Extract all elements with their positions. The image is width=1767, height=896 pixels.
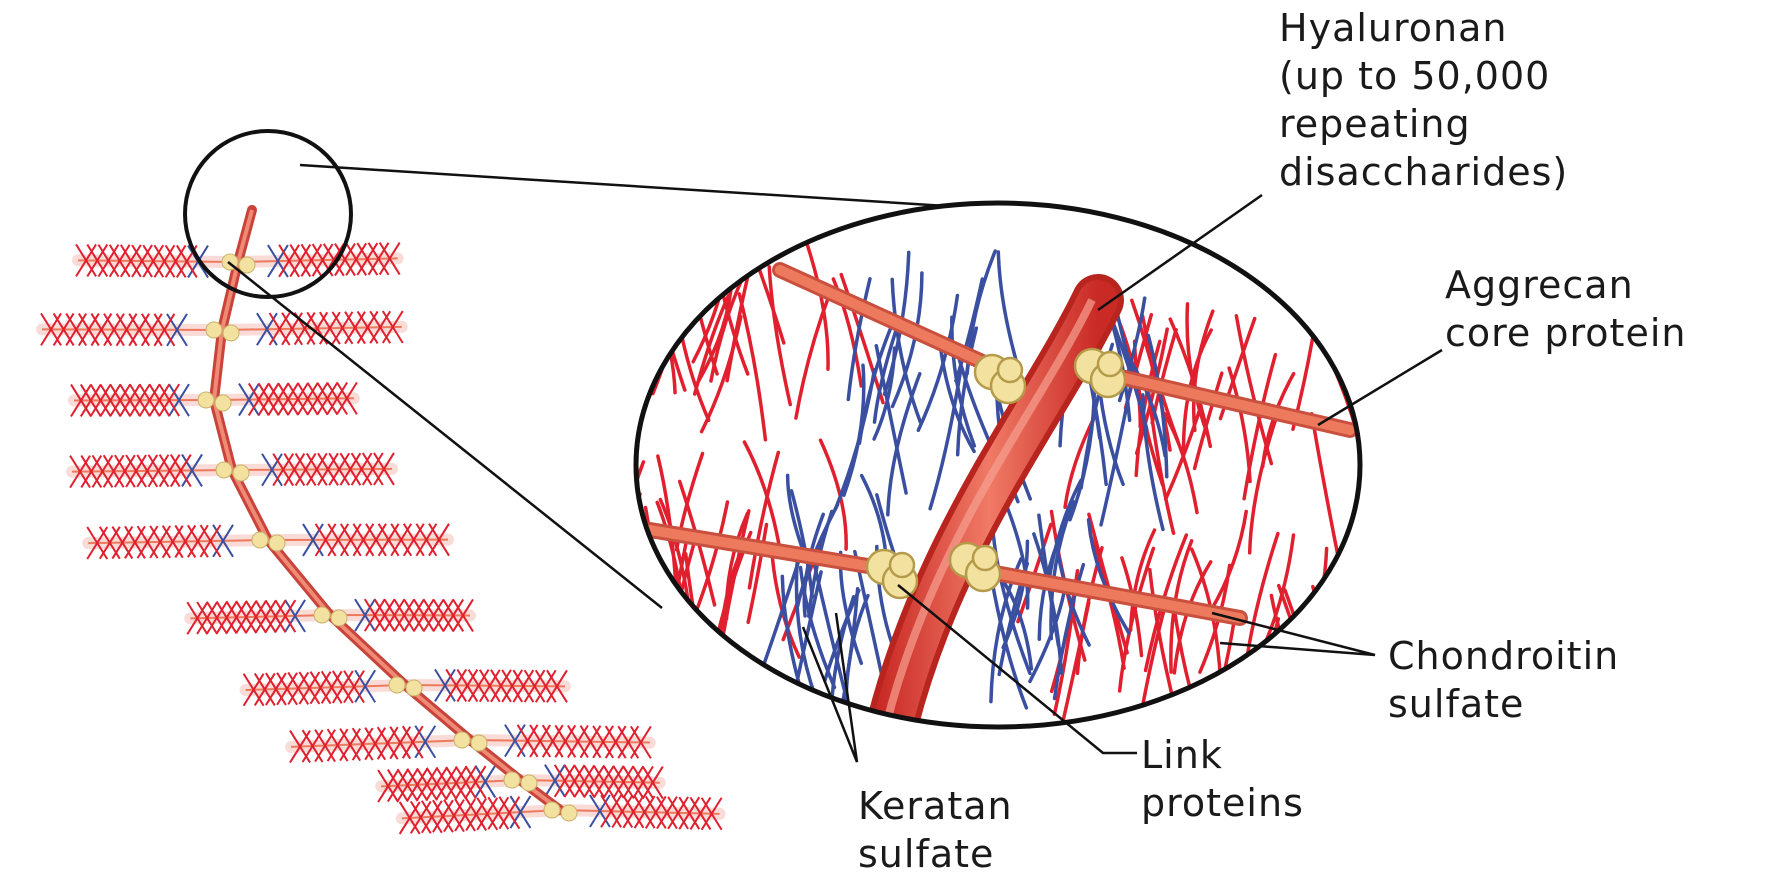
aggrecan-branch xyxy=(244,670,405,706)
keratan-label-line-2: sulfate xyxy=(858,830,1013,878)
link-protein xyxy=(521,775,537,791)
link-protein xyxy=(239,257,255,273)
chondroitin-label-line-2: sulfate xyxy=(1388,680,1619,728)
chondroitin-sulfate-chain xyxy=(638,260,659,379)
zoom-line-top xyxy=(300,165,978,208)
link-protein xyxy=(198,392,214,408)
link-protein xyxy=(216,462,232,478)
aggrecan-branch xyxy=(41,313,222,345)
aggrecan-branch xyxy=(76,244,238,277)
chondroitin-sulfate-chain xyxy=(1285,590,1323,725)
link-protein xyxy=(544,802,560,818)
aggrecan-label-line-2: core protein xyxy=(1445,309,1686,357)
link-protein xyxy=(331,610,347,626)
magnified-view xyxy=(605,203,1367,780)
chondroitin-sulfate-chain xyxy=(610,314,651,411)
keratan-label-line-1: Keratan xyxy=(858,782,1013,830)
aggrecan-branch xyxy=(560,795,722,830)
link-protein xyxy=(504,772,520,788)
chondroitin-sulfate-label: Chondroitin sulfate xyxy=(1388,632,1619,728)
link-protein xyxy=(471,735,487,751)
hyaluronan-label: Hyaluronan (up to 50,000 repeating disac… xyxy=(1279,4,1568,196)
link-proteins-label: Link proteins xyxy=(1141,731,1304,827)
aggrecan-branch xyxy=(290,726,470,763)
link-protein xyxy=(314,607,330,623)
aggrecan-branch xyxy=(470,725,651,759)
aggrecan-branch xyxy=(70,454,232,487)
link-protein xyxy=(252,532,268,548)
link-protein xyxy=(406,680,422,696)
hyaluronan-label-line-2: (up to 50,000 xyxy=(1279,52,1568,100)
zoom-line-bottom xyxy=(228,262,662,608)
link-protein xyxy=(233,465,249,481)
hyaluronan-label-line-4: disaccharides) xyxy=(1279,148,1568,196)
hyaluronan-label-line-1: Hyaluronan xyxy=(1279,4,1568,52)
link-protein xyxy=(269,535,285,551)
aggrecan-branch xyxy=(238,243,400,278)
link-protein xyxy=(561,805,577,821)
link-protein xyxy=(223,325,239,341)
link-protein xyxy=(454,732,470,748)
aggrecan-branch xyxy=(400,796,560,834)
aggrecan-branch xyxy=(87,525,268,559)
aggrecan-core-protein-label: Aggrecan core protein xyxy=(1445,261,1686,357)
link-label-line-1: Link xyxy=(1141,731,1304,779)
aggrecan-branch xyxy=(71,384,214,416)
hyaluronan-label-line-3: repeating xyxy=(1279,100,1568,148)
aggrecan-branch xyxy=(268,524,449,556)
aggrecan-label-line-1: Aggrecan xyxy=(1445,261,1686,309)
aggrecan-branch xyxy=(405,669,567,702)
link-protein xyxy=(215,395,231,411)
aggrecan-branch xyxy=(187,600,330,634)
keratan-sulfate-label: Keratan sulfate xyxy=(858,782,1013,878)
link-label-line-2: proteins xyxy=(1141,779,1304,827)
aggrecan-branch xyxy=(330,599,473,631)
chondroitin-sulfate-chain xyxy=(1313,587,1341,729)
chondroitin-sulfate-chain xyxy=(677,224,697,315)
link-protein xyxy=(206,322,222,338)
link-protein xyxy=(389,677,405,693)
aggrecan-branch xyxy=(378,766,520,802)
hyaluronan-backbone xyxy=(214,210,560,810)
aggrecan-branch xyxy=(232,453,394,486)
chondroitin-label-line-1: Chondroitin xyxy=(1388,632,1619,680)
aggrecan-branch xyxy=(214,382,357,415)
proteoglycan-aggregate-overview xyxy=(41,210,722,834)
overview-magnifier-circle xyxy=(185,131,351,297)
